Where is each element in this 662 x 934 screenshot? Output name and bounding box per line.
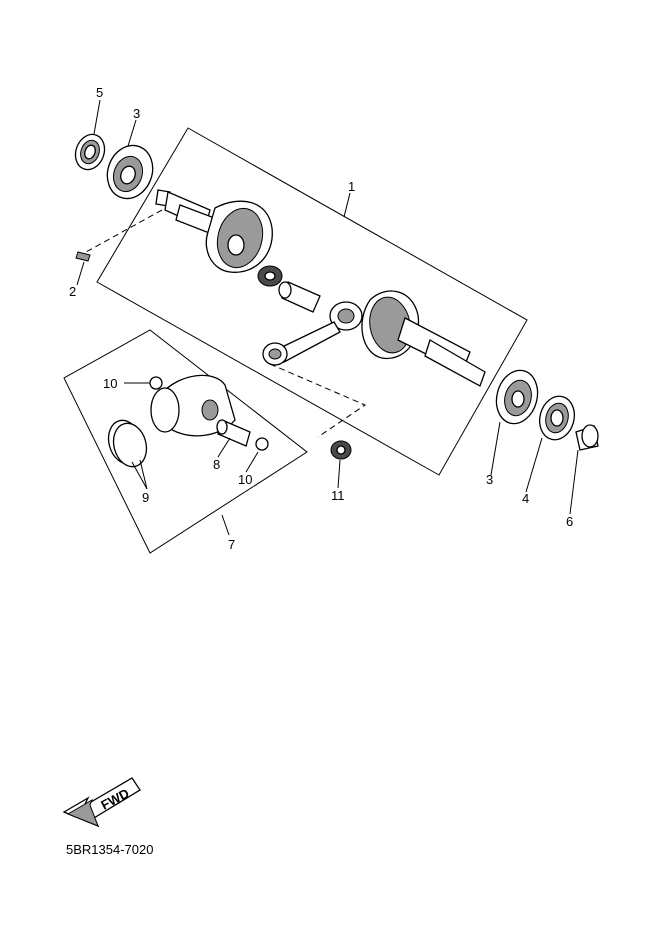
callout-1: 1	[348, 179, 355, 194]
crankshaft-group-outline	[96, 127, 528, 476]
piston-pin	[216, 419, 251, 447]
svg-text:FWD: FWD	[98, 785, 131, 812]
oil-seal-left	[74, 133, 106, 171]
callout-3-right: 3	[486, 472, 493, 487]
bearing-guide-dashed	[269, 363, 367, 438]
callout-10-upper: 10	[103, 376, 117, 391]
callout-7: 7	[228, 537, 235, 552]
diagram-code: 5BR1354-7020	[66, 842, 154, 857]
crankshaft-left-half	[155, 189, 273, 273]
callout-10-lower: 10	[238, 472, 252, 487]
piston-rings	[107, 419, 148, 468]
bearing-right	[495, 369, 539, 425]
callout-11: 11	[331, 488, 345, 503]
callout-9: 9	[142, 490, 149, 505]
fwd-arrow-icon: FWD	[62, 777, 141, 828]
callout-8: 8	[213, 457, 220, 472]
piston	[150, 374, 236, 437]
callout-2: 2	[69, 284, 76, 299]
key-guide-dashed	[85, 209, 163, 253]
callout-4: 4	[522, 491, 529, 506]
bearing-left	[106, 144, 154, 200]
callout-6: 6	[566, 514, 573, 529]
callout-5: 5	[96, 85, 103, 100]
circlip-upper	[149, 376, 163, 390]
crankshaft-right-half	[361, 290, 486, 387]
small-end-bearing	[330, 440, 352, 460]
connecting-rod	[262, 301, 363, 366]
piston-group-outline	[63, 329, 308, 554]
crankpin-needle-bearing	[257, 265, 283, 287]
circlip-lower	[255, 437, 269, 451]
woodruff-key	[75, 251, 91, 262]
crank-pin	[278, 281, 321, 313]
oil-seal-right	[538, 395, 576, 441]
callout-3-left: 3	[133, 106, 140, 121]
collar	[575, 424, 599, 451]
